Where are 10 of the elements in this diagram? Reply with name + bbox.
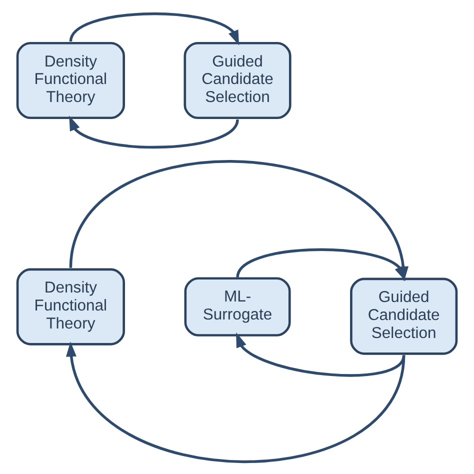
arrow [66,341,406,463]
node-box: Guided Candidate Selection [350,277,458,354]
arrow [69,12,240,45]
node-box: Density Functional Theory [16,268,125,345]
arrow [236,332,406,376]
node-box: Density Functional Theory [16,41,125,119]
node-box: Guided Candidate Selection [184,41,292,119]
node-box: ML- Surrogate [184,276,291,336]
arrow [69,115,239,148]
arrow [236,248,406,281]
